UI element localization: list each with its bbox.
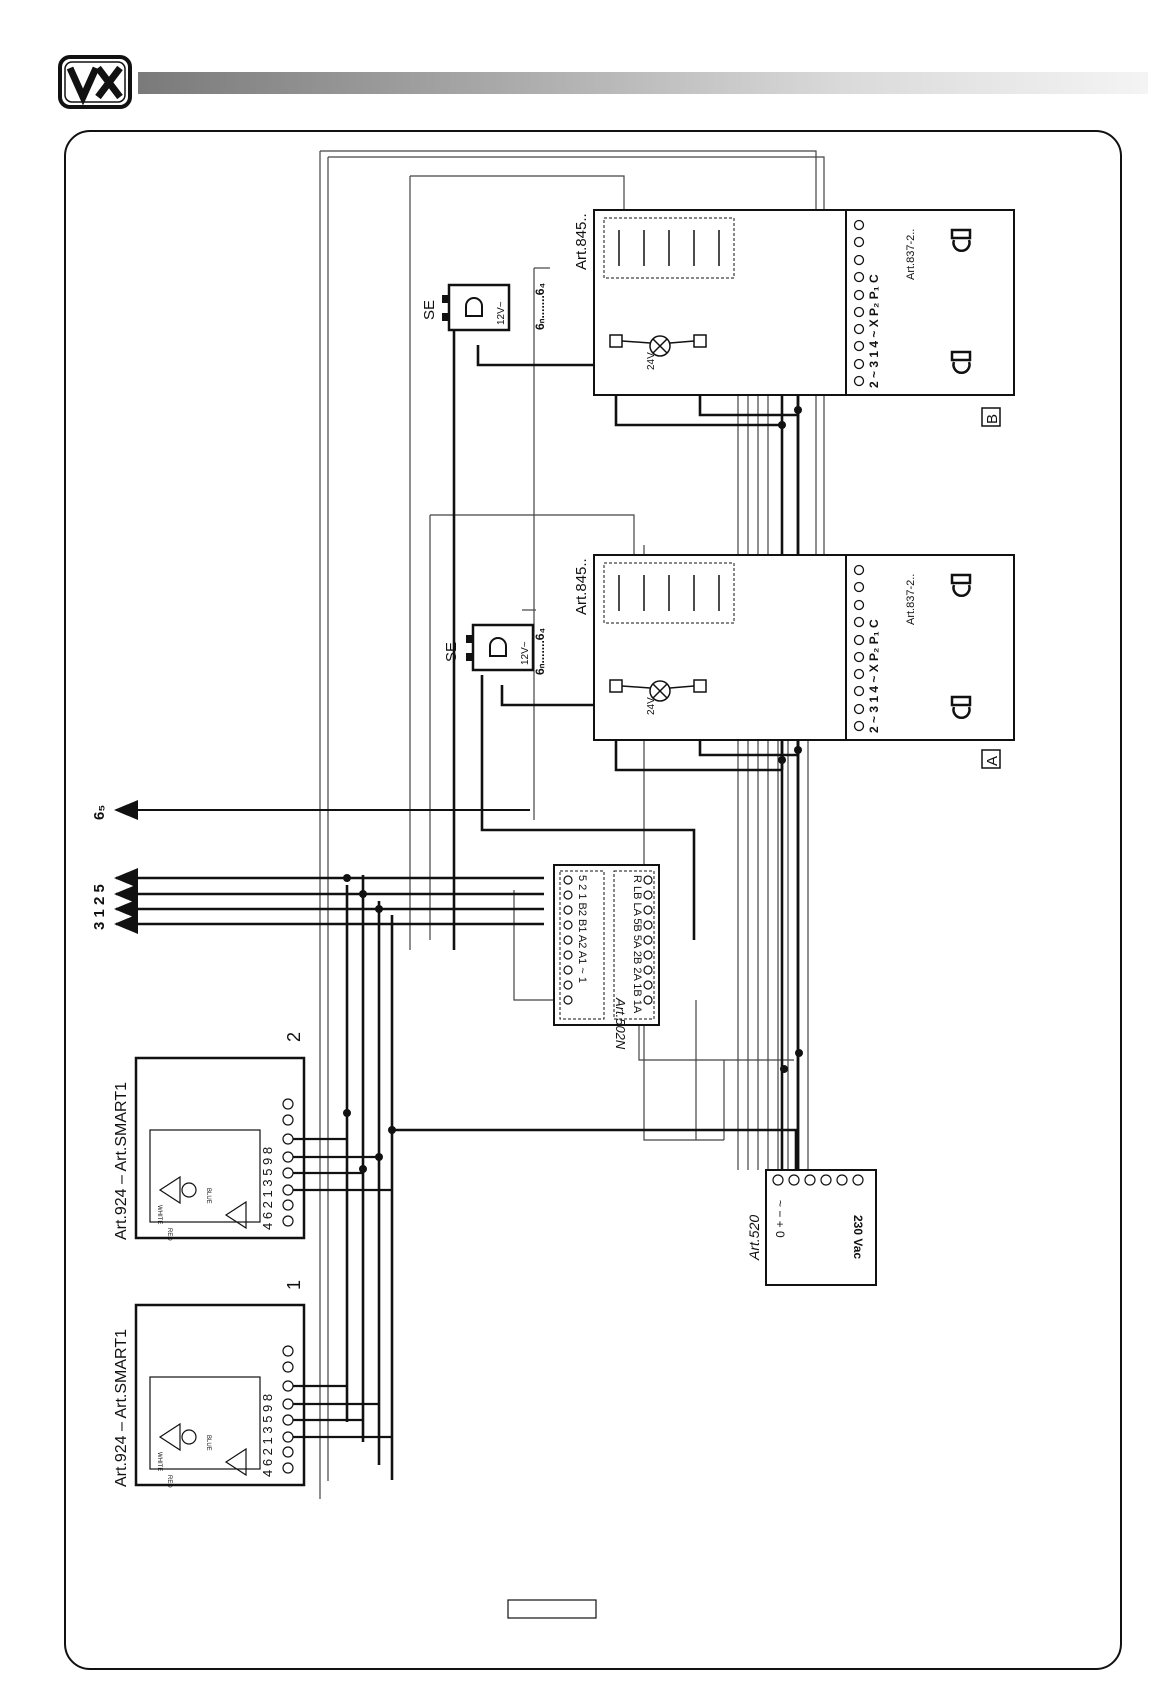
panel-a-lamp-label: 24V <box>646 697 657 715</box>
handset-1-white: WHITE <box>156 1452 162 1471</box>
switcher-right-terminals: R LB LA 5B 5A 2B 2A 1B 1A <box>631 875 643 1014</box>
panel-a-id-box <box>981 749 1001 769</box>
handset-2-white: WHITE <box>156 1205 162 1224</box>
panel-b-lamp-label: 24V <box>646 352 657 370</box>
handset-2: Art.924 – Art.SMART1 2 4 6 2 1 3 5 9 8 R… <box>113 1032 306 1241</box>
panel-b-terminal-strip <box>853 219 865 387</box>
panel-b-lock-label: SE <box>421 300 438 320</box>
handset-1-label: Art.924 – Art.SMART1 <box>113 1329 130 1487</box>
handset-1-blue: BLUE <box>205 1435 211 1451</box>
panel-b-lock-voltage: 12V~ <box>496 301 507 325</box>
panel-b-speaker-icon <box>950 350 972 375</box>
handset-1-terminal-labels: 4 6 2 1 3 5 9 8 <box>260 1394 275 1477</box>
panel-a-camera-icon <box>950 573 972 598</box>
panel-a-terminal-labels: 2 ~ 3 1 4 ~ X P₂ P₁ C <box>867 619 881 733</box>
handset-1-id: 1 <box>284 1280 304 1290</box>
panel-b-buttons <box>603 217 735 279</box>
panel-b-id-box <box>981 407 1001 427</box>
panel-b: Art.845.. Art.837-2.. 24V 2 ~ 3 1 4 ~ X … <box>573 209 1015 427</box>
handset-2-red: RED <box>166 1228 172 1241</box>
panel-b-lock: SE 12V~ <box>421 283 511 332</box>
panel-a-module-label: Art.845.. <box>573 558 590 615</box>
panel-a-lock: SE 12V~ <box>443 623 535 672</box>
panel-b-unit-label: Art.837-2.. <box>905 229 917 280</box>
panel-a: Art.845.. Art.837-2.. 24V 2 ~ 3 1 4 ~ X … <box>573 554 1015 769</box>
handset-1: Art.924 – Art.SMART1 1 4 6 2 1 3 5 9 8 R… <box>113 1280 306 1488</box>
supply-voltage: 230 Vac <box>851 1215 865 1259</box>
panel-a-buttons <box>603 562 735 624</box>
vx-logo <box>58 55 132 109</box>
panel-a-unit-box <box>845 554 1015 741</box>
handset-2-terminal-labels: 4 6 2 1 3 5 9 8 <box>260 1147 275 1230</box>
wiring-diagram: 6₅ 3 1 2 5 Art.845.. Art.837-2.. 24V <box>91 150 1015 1619</box>
junction-dots <box>343 234 823 1173</box>
supply-520: ~ − + 0 230 Vac Art.520 <box>746 1169 877 1286</box>
panel-b-id: B <box>984 414 1001 424</box>
panel-b-terminal-labels: 2 ~ 3 1 4 ~ X P₂ P₁ C <box>867 274 881 388</box>
thin-wires <box>319 150 859 1499</box>
supply-model: Art.520 <box>746 1215 762 1261</box>
panel-b-button-range: 6ₙ.......6₄ <box>533 283 547 330</box>
handset-wires <box>293 1137 392 1439</box>
panel-a-speaker-icon <box>950 695 972 720</box>
diagram-frame <box>64 130 1122 1670</box>
handset-1-red: RED <box>166 1475 172 1488</box>
panel-a-lock-voltage: 12V~ <box>520 641 531 665</box>
panel-a-lamp <box>609 679 707 702</box>
handset-2-label: Art.924 – Art.SMART1 <box>113 1082 130 1240</box>
switcher-502n: Art.502N 5 2 1 B2 B1 A2 A1 ~ 1 R LB LA 5… <box>553 864 660 1050</box>
output-arrows <box>114 800 530 934</box>
panel-b-module-label: Art.845.. <box>573 213 590 270</box>
supply-terminals: ~ − + 0 <box>773 1200 787 1238</box>
panel-b-lamp <box>609 334 707 357</box>
panel-a-id: A <box>984 756 1001 766</box>
panel-a-terminal-strip <box>853 564 865 732</box>
panel-b-unit-box <box>845 209 1015 396</box>
switcher-model: Art.502N <box>613 997 628 1050</box>
panel-a-unit-label: Art.837-2.. <box>905 574 917 625</box>
header-gradient-bar <box>138 72 1148 94</box>
switcher-left-terminals: 5 2 1 B2 B1 A2 A1 ~ 1 <box>576 875 588 983</box>
panel-b-camera-icon <box>950 228 972 253</box>
panel-a-button-range: 6ₙ.......6₄ <box>533 628 547 675</box>
handset-2-blue: BLUE <box>205 1188 211 1204</box>
panel-a-lock-label: SE <box>443 642 460 662</box>
page-number-box <box>507 1599 597 1619</box>
output-label-bus: 3 1 2 5 <box>91 884 108 930</box>
handset-2-id: 2 <box>284 1032 304 1042</box>
output-label-extra: 6₅ <box>91 805 108 820</box>
